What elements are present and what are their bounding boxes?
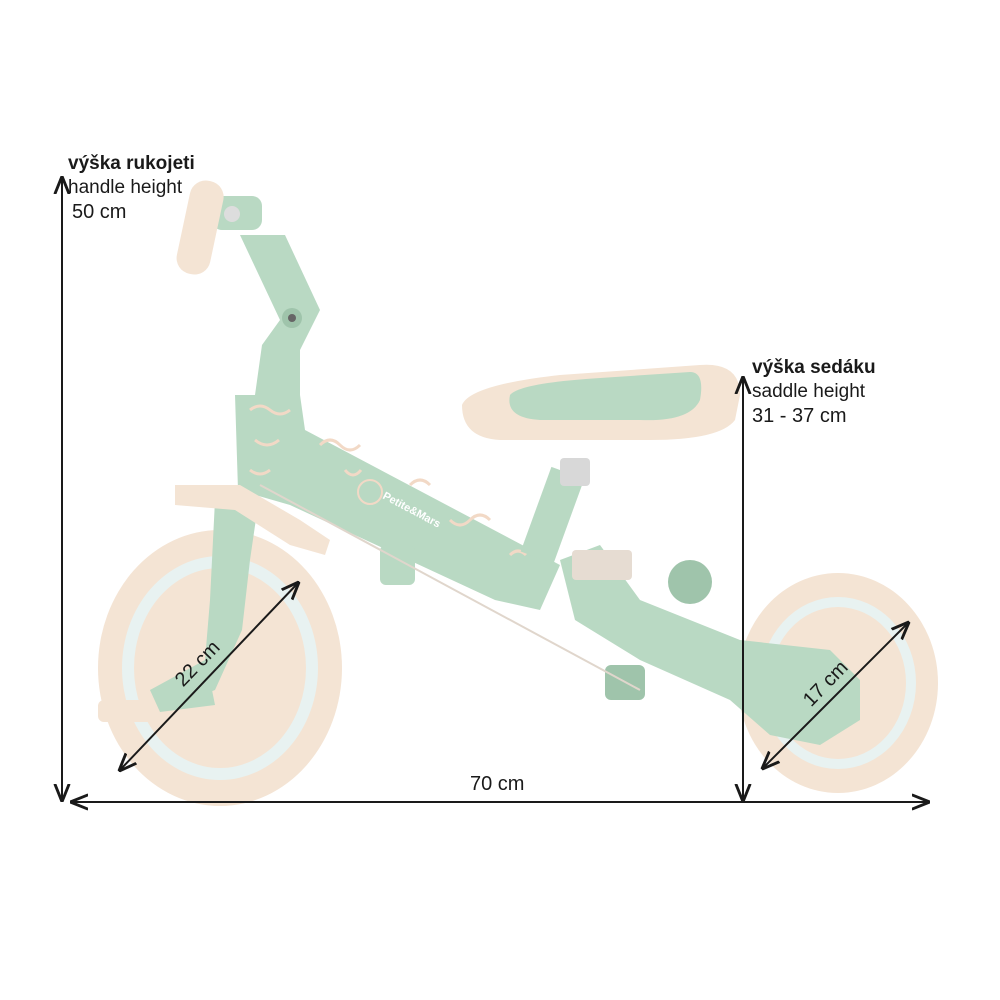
saddle-height-label: výška sedáku saddle height 31 - 37 cm [752, 356, 876, 429]
front-fender [175, 485, 330, 555]
front-wheel-diameter-line [120, 583, 298, 770]
rear-wheel-diameter-line [763, 623, 908, 768]
handle-height-label: výška rukojeti handle height 50 cm [68, 152, 195, 225]
handle-height-value: 50 cm [72, 201, 127, 223]
saddle-height-title: výška sedáku [752, 357, 876, 378]
frame-tube [235, 395, 560, 610]
handlebar-stem [240, 235, 320, 395]
frame-pattern [249, 404, 528, 557]
handle-grip [176, 180, 224, 275]
length-label: 70 cm [470, 773, 525, 795]
seat-post [520, 466, 585, 564]
handle-height-title: výška rukojeti [68, 153, 195, 174]
saddle-height-subtitle: saddle height [752, 381, 866, 402]
saddle-height-value: 31 - 37 cm [752, 405, 847, 427]
dimension-lines [62, 178, 928, 802]
handle-height-subtitle: handle height [68, 177, 183, 198]
